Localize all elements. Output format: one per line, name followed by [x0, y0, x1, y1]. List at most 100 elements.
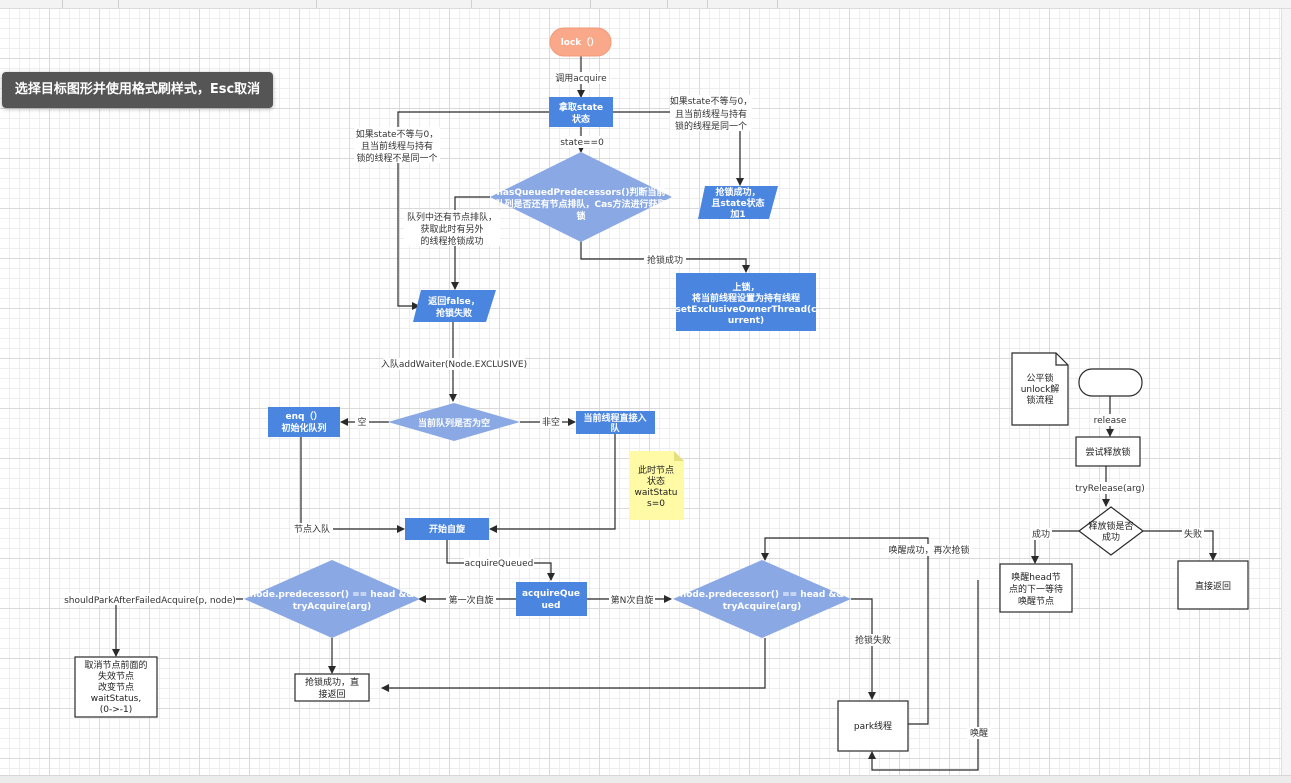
edge-label-add-waiter: 入队addWaiter(Node.EXCLUSIVE) — [381, 358, 527, 370]
cancel-nodes-process[interactable]: 取消节点前面的 失效节点 改变节点 waitStatus, (0->-1) — [74, 656, 158, 718]
wake-head-process[interactable]: 唤醒head节 点的下一等待 唤醒节点 — [999, 563, 1073, 613]
acquire-queued-process[interactable]: acquireQue ued — [516, 582, 587, 616]
ruler-tick — [777, 0, 778, 8]
set-owner-process[interactable]: 上锁， 将当前线程设置为持有线程 setExclusiveOwnerThread… — [676, 273, 817, 331]
get-state-label-2: 状态 — [572, 113, 590, 125]
edge-wake-to-park — [868, 580, 979, 771]
predecessor-right-decision[interactable]: node.predecessor() == head && tryAcquire… — [673, 560, 851, 638]
release-ok-label-1: 释放锁是否 — [1088, 520, 1133, 532]
predecessor-right-label-1: node.predecessor() == head && — [680, 590, 844, 600]
wake-head-label-1: 唤醒head节 — [1011, 571, 1060, 583]
queue-empty-label: 当前队列是否为空 — [418, 417, 490, 429]
edge-direct-to-spin — [489, 434, 616, 533]
park-process[interactable]: park线程 — [837, 700, 909, 752]
success-return-label-2: 接返回 — [318, 688, 345, 700]
unlock-doc-label-2: unlock解 — [1021, 383, 1060, 395]
edge-label-wake: 唤醒 — [970, 727, 988, 739]
edge-label-nth-spin: 第N次自旋 — [611, 594, 654, 606]
start-spin-label: 开始自旋 — [429, 523, 466, 535]
predecessor-right-label-2: tryAcquire(arg) — [723, 602, 802, 612]
wake-head-label-3: 唤醒节点 — [1018, 595, 1054, 607]
edge-label-queued-others-3: 的线程抢锁成功 — [420, 235, 483, 247]
try-release-process[interactable]: 尝试释放锁 — [1075, 436, 1141, 467]
direct-return-process[interactable]: 直接返回 — [1177, 560, 1249, 610]
cancel-nodes-label-4: waitStatus, — [91, 694, 141, 704]
edge-label-state-neq-same-2: 且当前线程与持有 — [675, 108, 747, 120]
direct-return-label: 直接返回 — [1195, 580, 1231, 592]
acquire-queued-label-2: ued — [542, 601, 561, 611]
format-painter-toast: 选择目标图形并使用格式刷样式，Esc取消 — [2, 72, 273, 108]
edge-label-queued-others-1: 队列中还有节点排队， — [407, 211, 497, 223]
predecessor-left-decision[interactable]: node.predecessor() == head && tryAcquire… — [244, 560, 420, 638]
edge-label-grab-success: 抢锁成功 — [647, 254, 683, 266]
edge-label-state-eq-zero: state==0 — [560, 138, 604, 148]
edge-pred-right-to-park — [851, 598, 876, 700]
return-false-label-1: 返回false， — [428, 295, 480, 307]
reentrant-label-2: 且state状态 — [711, 197, 764, 209]
unlock-doc-label-1: 公平锁 — [1026, 372, 1053, 384]
has-queued-label-2: 队列是否还有节点排队，Cas方法进行获取 — [495, 198, 667, 210]
ruler-tick — [62, 0, 63, 8]
ruler-tick — [471, 0, 472, 8]
wait-status-note-3: waitStatu — [635, 488, 678, 498]
reentrant-data[interactable]: 抢锁成功， 且state状态 加1 — [698, 186, 778, 220]
edge-label-state-neq-diff-3: 锁的线程不是同一个 — [356, 152, 437, 164]
direct-insert-process[interactable]: 当前线程直接入 队 — [576, 411, 655, 434]
lock-label: lock（） — [561, 37, 600, 48]
edge-decision-to-direct-return — [1143, 530, 1217, 561]
lock-terminator[interactable]: lock（） — [549, 27, 612, 57]
park-label: park线程 — [854, 720, 892, 732]
cancel-nodes-label-5: (0->-1) — [100, 705, 133, 715]
edge-label-not-empty: 非空 — [542, 416, 560, 428]
has-queued-label-3: 锁 — [576, 210, 585, 222]
edge-label-try-release-arg: tryRelease(arg) — [1075, 484, 1145, 494]
release-start-terminator[interactable] — [1078, 368, 1143, 397]
ruler-tick — [667, 0, 668, 8]
edge-label-state-neq-diff-1: 如果state不等与0， — [356, 128, 439, 140]
enq-label-1: enq（） — [286, 411, 323, 422]
release-ok-decision[interactable]: 释放锁是否 成功 — [1078, 506, 1144, 556]
edge-label-first-spin: 第一次自旋 — [448, 594, 493, 606]
unlock-doc-shape[interactable]: 公平锁 unlock解 锁流程 — [1011, 352, 1069, 426]
edge-label-state-neq-diff-2: 且当前线程与持有 — [361, 140, 433, 152]
enq-process[interactable]: enq（） 初始化队列 — [268, 407, 340, 437]
edge-label-acquire-queued: acquireQueued — [465, 559, 534, 569]
direct-insert-label-1: 当前线程直接入 — [583, 412, 646, 424]
return-false-label-2: 抢锁失败 — [436, 307, 473, 319]
get-state-process[interactable]: 拿取state 状态 — [549, 97, 613, 127]
queue-empty-decision[interactable]: 当前队列是否为空 — [388, 403, 520, 441]
wait-status-note-2: 状态 — [647, 475, 665, 487]
edge-pred-right-to-success — [381, 638, 766, 692]
edge-label-state-neq-same-3: 锁的线程是同一个 — [675, 120, 747, 132]
has-queued-decision[interactable]: hasQueuedPredecessors()判断当前 队列是否还有节点排队，C… — [490, 152, 672, 242]
edge-label-fail: 失败 — [1184, 528, 1202, 540]
return-false-data[interactable]: 返回false， 抢锁失败 — [413, 290, 496, 322]
acquire-queued-label-1: acquireQue — [522, 589, 580, 599]
direct-insert-label-2: 队 — [610, 422, 620, 434]
edge-labels: 调用acquire 如果state不等与0， 且当前线程与持有 锁的线程是同一个… — [64, 72, 1204, 739]
edge-enq-to-spin — [300, 436, 405, 533]
wait-status-note[interactable]: 此时节点 状态 waitStatu s=0 — [629, 451, 684, 520]
top-ruler — [0, 0, 1291, 9]
ruler-tick — [118, 0, 119, 8]
edge-park-to-pred-right — [761, 537, 929, 725]
set-owner-label-2: 将当前线程设置为持有线程 — [692, 292, 800, 304]
edge-label-call-acquire: 调用acquire — [555, 73, 607, 84]
has-queued-label-1: hasQueuedPredecessors()判断当前 — [497, 186, 666, 198]
horizontal-scrollbar[interactable] — [0, 775, 1291, 783]
release-ok-label-2: 成功 — [1102, 531, 1120, 543]
start-spin-process[interactable]: 开始自旋 — [405, 518, 489, 540]
edge-label-release: release — [1094, 416, 1127, 426]
edge-pred-left-to-cancel — [112, 598, 243, 657]
wake-head-label-2: 点的下一等待 — [1009, 583, 1063, 595]
wait-status-note-1: 此时节点 — [638, 464, 674, 476]
set-owner-label-3: setExclusiveOwnerThread(c — [676, 305, 817, 315]
reentrant-label-1: 抢锁成功， — [715, 186, 760, 198]
vertical-scrollbar[interactable] — [1281, 9, 1291, 775]
success-return-process[interactable]: 抢锁成功，直 接返回 — [294, 673, 370, 702]
predecessor-left-label-1: node.predecessor() == head && — [250, 590, 414, 600]
unlock-doc-label-3: 锁流程 — [1026, 394, 1053, 406]
ruler-tick — [707, 0, 708, 8]
edge-queued-to-return-false — [451, 196, 490, 290]
